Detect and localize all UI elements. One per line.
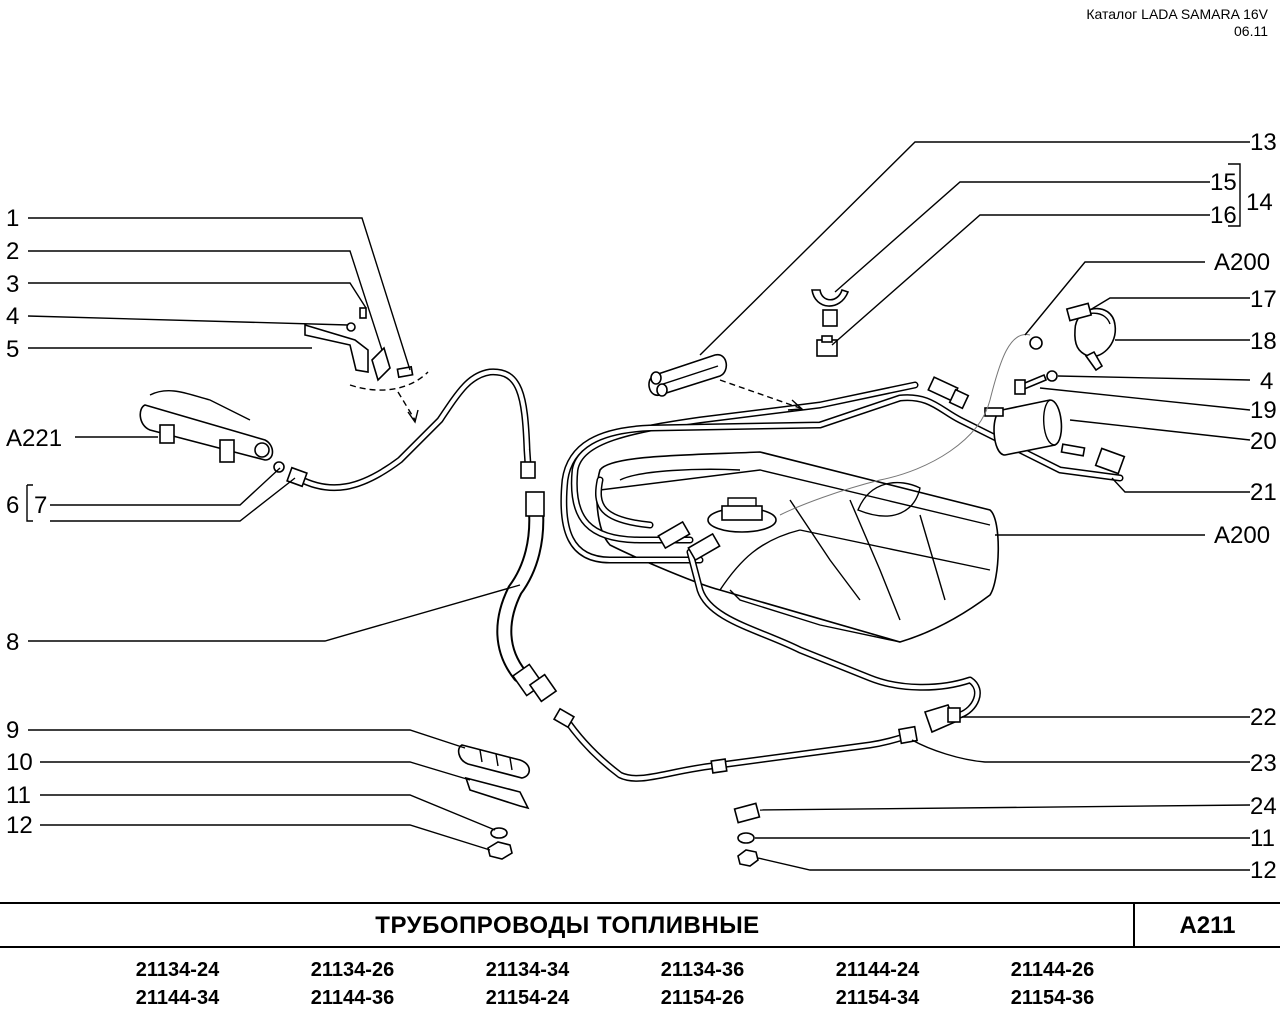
callout-a221: A221	[6, 425, 62, 452]
callout-19: 19	[1250, 397, 1277, 424]
model-code: 21134-24	[135, 959, 220, 981]
left-leader-lines	[26, 217, 521, 851]
callout-17: 17	[1250, 286, 1277, 313]
callout-13: 13	[1250, 129, 1277, 156]
callout-21: 21	[1250, 479, 1277, 506]
title-bar: ТРУБОПРОВОДЫ ТОПЛИВНЫЕ A211	[0, 902, 1280, 948]
catalog-name: Каталог LADA SAMARA 16V	[1086, 6, 1268, 22]
title-separator	[1133, 904, 1135, 946]
pipe-clip-9-12	[457, 744, 531, 860]
callout-2: 2	[6, 238, 19, 265]
callout-5: 5	[6, 336, 19, 363]
callout-22: 22	[1250, 704, 1277, 731]
clips-14	[811, 288, 850, 357]
callout-4-right: 4	[1260, 368, 1273, 395]
diagram-code: A211	[1179, 912, 1236, 939]
fuel-filter-group	[779, 302, 1116, 516]
callout-20: 20	[1250, 428, 1277, 455]
model-code: 21154-34	[835, 987, 920, 1009]
model-code: 21134-26	[310, 959, 395, 981]
callout-11-left: 11	[6, 782, 31, 809]
model-code: 21144-36	[310, 987, 395, 1009]
main-fuel-pipe	[286, 368, 536, 492]
model-code: 21144-24	[835, 959, 920, 981]
flexible-hose-8	[496, 491, 558, 703]
catalog-header: Каталог LADA SAMARA 16V 06.11	[1086, 6, 1268, 40]
tank-pipe-connectors	[657, 376, 1126, 562]
fuel-lines-diagram: 1 2 3 4 5 A221 6 7 8 9 10 11 12 13 15 14…	[6, 129, 1277, 884]
callout-14: 14	[1246, 189, 1273, 216]
callout-15: 15	[1210, 169, 1237, 196]
callout-11-right: 11	[1250, 825, 1275, 852]
bracket-group	[304, 307, 429, 424]
callout-9: 9	[6, 717, 19, 744]
callout-24: 24	[1250, 793, 1277, 820]
callout-a200-top: A200	[1214, 249, 1270, 276]
fuel-tank	[596, 451, 1000, 643]
model-code: 21154-24	[485, 987, 570, 1009]
callout-12-right: 12	[1250, 857, 1277, 884]
double-hose-13	[648, 354, 804, 411]
diagram-title: ТРУБОПРОВОДЫ ТОПЛИВНЫЕ	[375, 912, 760, 939]
model-code: 21144-26	[1010, 959, 1095, 981]
callout-3: 3	[6, 271, 19, 298]
model-code: 21144-34	[135, 987, 220, 1009]
callout-16: 16	[1210, 202, 1237, 229]
callout-10: 10	[6, 749, 33, 776]
catalog-date: 06.11	[1234, 23, 1268, 39]
model-list: 21134-24 21134-26 21134-34 21134-36 2114…	[90, 958, 1190, 1010]
callout-a200-bottom: A200	[1214, 522, 1270, 549]
model-code: 21134-36	[660, 959, 745, 981]
fuel-pump-module	[707, 497, 777, 533]
callout-4-left: 4	[6, 303, 19, 330]
fuel-rail-a221	[139, 390, 285, 473]
return-pipe	[552, 704, 961, 782]
callout-23: 23	[1250, 750, 1277, 777]
callout-8: 8	[6, 629, 19, 656]
callout-7: 7	[34, 492, 47, 519]
callout-18: 18	[1250, 328, 1277, 355]
callout-1: 1	[6, 205, 19, 232]
small-parts-24	[733, 802, 761, 867]
callout-12-left: 12	[6, 812, 33, 839]
right-leader-lines	[699, 141, 1251, 871]
model-code: 21134-34	[485, 959, 570, 981]
model-code: 21154-36	[1010, 987, 1095, 1009]
tank-pipes	[560, 381, 1124, 719]
callout-6: 6	[6, 492, 19, 519]
model-code: 21154-26	[660, 987, 745, 1009]
